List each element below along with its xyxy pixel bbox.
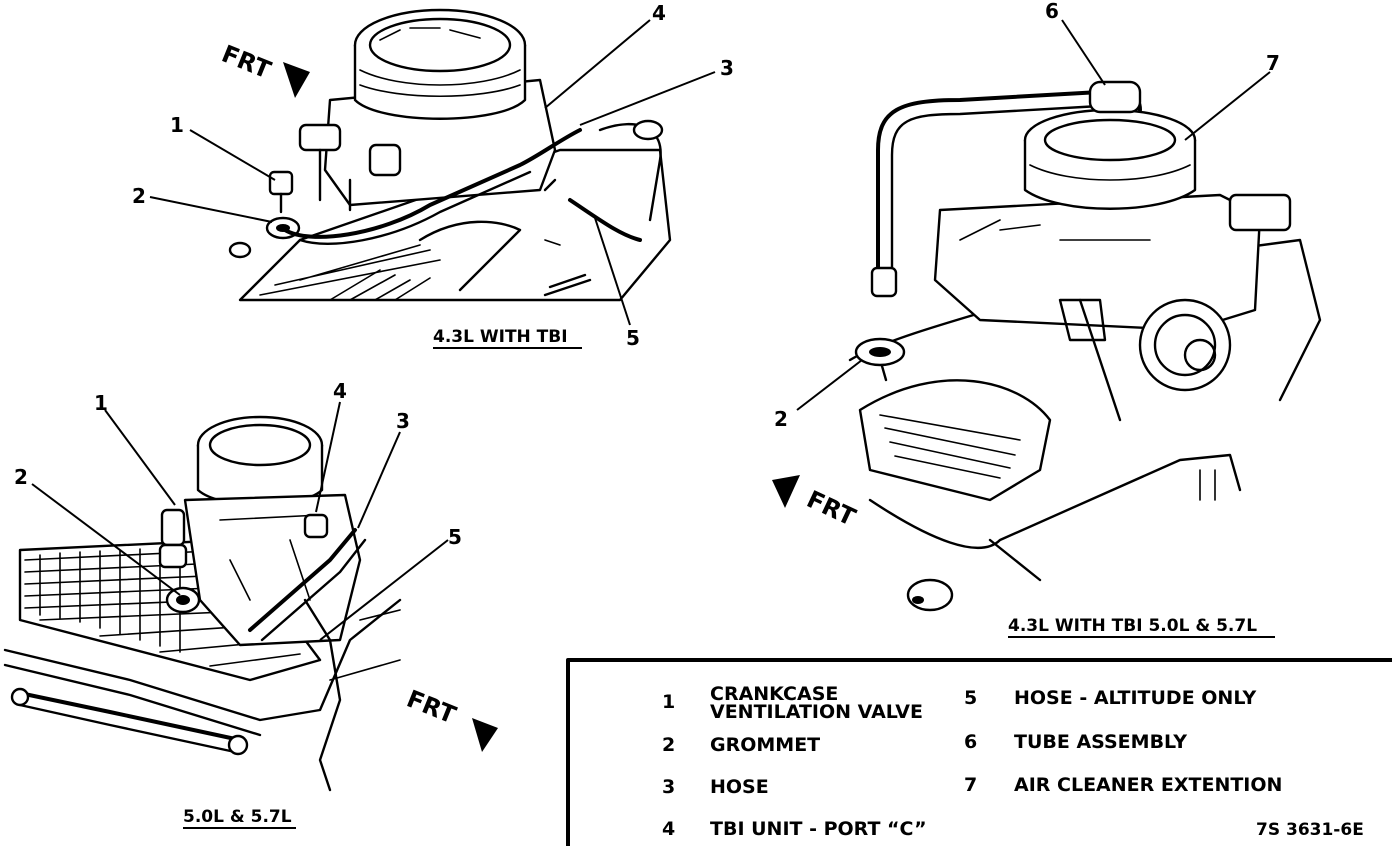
view-4-3l-tbi: 1 2 3 4 5 FRT 4.3L WITH TBI [132, 1, 734, 350]
front-label-top-left: FRT [218, 40, 276, 85]
figure-code: 7S 3631-6E [1256, 820, 1364, 840]
callout-4-top-left: 4 [652, 1, 666, 25]
legend-num-7: 7 [964, 774, 977, 796]
legend-text-5: HOSE - ALTITUDE ONLY [1014, 687, 1256, 709]
callout-4-bottom-left: 4 [333, 379, 347, 403]
engine-drawing-right [848, 80, 1322, 612]
callout-5-bottom-left: 5 [448, 525, 462, 549]
callout-2-right: 2 [774, 407, 788, 431]
legend-text-6: TUBE ASSEMBLY [1014, 731, 1187, 753]
legend-num-2: 2 [662, 734, 675, 756]
legend-text-1-line-2: VENTILATION VALVE [710, 701, 923, 723]
front-label-right: FRT [802, 485, 860, 532]
legend-num-4: 4 [662, 818, 675, 840]
front-arrow-icon [283, 62, 310, 98]
view-5-0l-5-7l: 1 2 3 4 5 FRT 5.0L & 5.7L [3, 379, 498, 829]
callout-2-top-left: 2 [132, 184, 146, 208]
callout-3-bottom-left: 3 [396, 409, 410, 433]
callout-6-right: 6 [1045, 0, 1059, 23]
caption-top-left: 4.3L WITH TBI [433, 327, 568, 347]
legend-text-4: TBI UNIT - PORT “C” [710, 818, 927, 840]
legend-text-1-line-1: CRANKCASE [710, 683, 838, 705]
legend-text-7: AIR CLEANER EXTENTION [1014, 774, 1282, 796]
engine-drawing-4-3l [228, 8, 672, 302]
view-right-combined: 6 7 2 FRT 4.3L WITH TBI 5.0L & 5.7L [772, 0, 1322, 638]
callout-1-bottom-left: 1 [94, 391, 108, 415]
legend-text-2: GROMMET [710, 734, 820, 756]
callout-5-top-left: 5 [626, 326, 640, 350]
front-arrow-icon [472, 718, 498, 752]
callout-1-top-left: 1 [170, 113, 184, 137]
front-arrow-icon [772, 475, 800, 508]
legend-num-3: 3 [662, 776, 675, 798]
legend-num-5: 5 [964, 687, 977, 709]
callout-2-bottom-left: 2 [14, 465, 28, 489]
caption-bottom-left: 5.0L & 5.7L [183, 807, 292, 827]
legend-num-6: 6 [964, 731, 977, 753]
front-label-bottom-left: FRT [403, 685, 461, 730]
caption-right: 4.3L WITH TBI 5.0L & 5.7L [1008, 616, 1257, 636]
callout-3-top-left: 3 [720, 56, 734, 80]
legend-num-1: 1 [662, 691, 675, 713]
callout-7-right: 7 [1266, 51, 1280, 75]
legend: 1 CRANKCASE VENTILATION VALVE 2 GROMMET … [566, 658, 1392, 846]
engine-drawing-5-0l [3, 415, 402, 792]
legend-text-3: HOSE [710, 776, 769, 798]
